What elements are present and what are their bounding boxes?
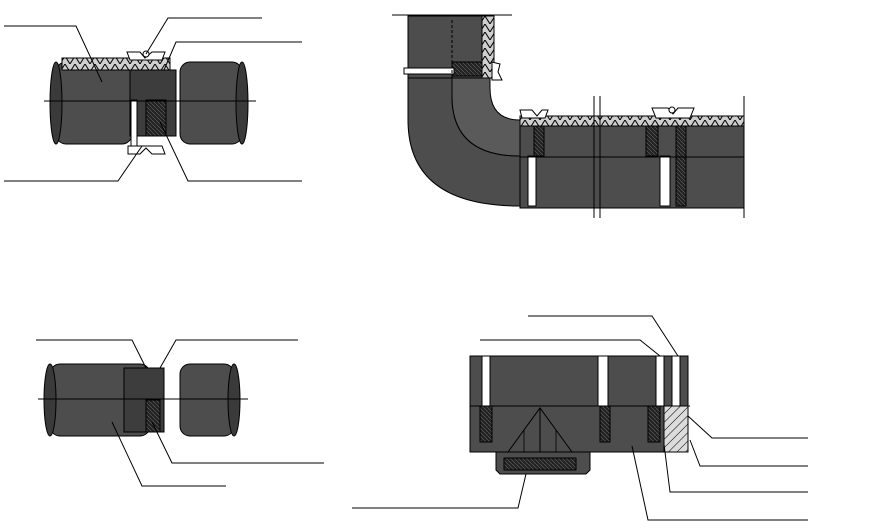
leader-t1 bbox=[528, 315, 679, 357]
elbow-clamp-1 bbox=[519, 109, 549, 119]
elbow-clamp-bolt bbox=[668, 106, 676, 114]
tee-main-body bbox=[469, 355, 689, 453]
clamp-bottom bbox=[127, 145, 166, 155]
left-pipe bbox=[49, 61, 133, 145]
callout-leaders-tee bbox=[352, 315, 808, 521]
leader-b3 bbox=[111, 421, 226, 487]
leader-b2 bbox=[159, 339, 298, 369]
coupling-sleeve-b bbox=[123, 367, 165, 433]
leader-3 bbox=[163, 41, 302, 71]
leader-t4 bbox=[689, 439, 808, 467]
leader-2 bbox=[145, 17, 262, 55]
leader-t3 bbox=[687, 415, 808, 439]
insulation-jacket bbox=[61, 57, 171, 71]
panel-tee-fitting-assembly bbox=[352, 315, 808, 521]
panel-straight-joint-with-clamp bbox=[4, 17, 302, 182]
coupling-sleeve bbox=[129, 69, 177, 147]
right-pipe bbox=[179, 61, 249, 145]
leader-t6 bbox=[631, 445, 808, 521]
leader-t7 bbox=[352, 473, 527, 509]
leader-1 bbox=[4, 25, 103, 83]
callout-leaders-b bbox=[36, 339, 324, 487]
leader-b4 bbox=[151, 421, 324, 464]
panel-elbow-pipe-assembly bbox=[392, 14, 745, 218]
horizontal-pipe bbox=[519, 115, 745, 209]
elbow-clamp-3 bbox=[491, 61, 503, 81]
panel-straight-joint-plain bbox=[36, 339, 324, 487]
vertical-pipe bbox=[403, 15, 495, 79]
leader-t5 bbox=[663, 443, 808, 493]
tee-branch bbox=[495, 407, 591, 475]
leader-4 bbox=[4, 145, 143, 182]
leader-b1 bbox=[36, 339, 147, 369]
callout-leaders bbox=[4, 17, 302, 182]
leader-t2 bbox=[480, 339, 661, 357]
clamp-top bbox=[126, 50, 166, 61]
right-pipe-b bbox=[179, 363, 241, 437]
leader-5 bbox=[159, 121, 302, 182]
